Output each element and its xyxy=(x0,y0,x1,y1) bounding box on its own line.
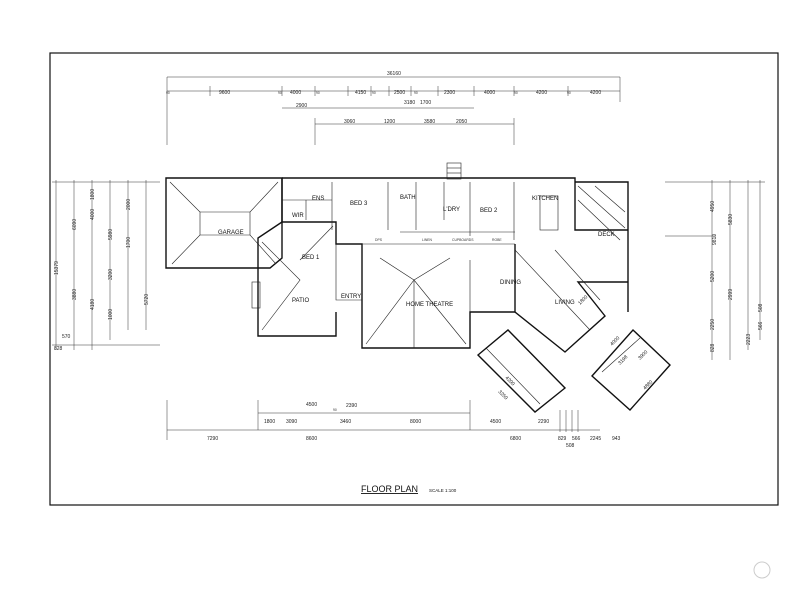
room-home-theatre: HOME THEATRE xyxy=(406,302,453,308)
dim-top-r3-1: 3060 xyxy=(344,119,355,125)
dim-top-r3-4: 2050 xyxy=(456,119,467,125)
dim-left-13: 570 xyxy=(62,334,71,340)
dim-top-1: 9600 xyxy=(219,90,230,96)
dim-top-7: 4200 xyxy=(536,90,547,96)
room-deck: DECK xyxy=(598,232,615,238)
dim-right-5: 2999 xyxy=(728,289,734,300)
plan-title: FLOOR PLAN xyxy=(361,484,418,494)
dim-top-r2-2: 3180 xyxy=(404,100,415,106)
dim-overall: 36160 xyxy=(387,71,401,77)
dim-left-3: 4000 xyxy=(90,209,96,220)
dim-left-7: 1000 xyxy=(108,309,114,320)
dim-left-14: 828 xyxy=(54,346,63,352)
dim-top-r2-1: 2900 xyxy=(296,103,307,109)
drawing-border xyxy=(49,52,779,506)
dim-top-2: 4000 xyxy=(290,90,301,96)
dim-top-5: 2300 xyxy=(444,90,455,96)
dim-bot-5: 90 xyxy=(333,408,337,412)
room-robe: ROBE xyxy=(492,238,502,242)
dim-bot-2: 2390 xyxy=(346,403,357,409)
dim-right-4: 5200 xyxy=(710,271,716,282)
dim-right-8: 828 xyxy=(710,343,716,352)
plan-scale: SCALE 1:100 xyxy=(429,488,457,493)
room-living: LIVING xyxy=(555,300,575,306)
room-bed2: BED 2 xyxy=(480,208,498,214)
dim-left-8: 2000 xyxy=(126,199,132,210)
dim-top-r3-2: 1200 xyxy=(384,119,395,125)
dim-top-s3: 90 xyxy=(316,91,320,95)
room-ens: ENS xyxy=(312,196,324,202)
dim-top-s2: 90 xyxy=(278,91,282,95)
room-wir: WIR xyxy=(292,213,304,219)
right-dimensions: 4950 5830 9810 5200 2999 2250 508 828 22… xyxy=(665,180,765,360)
angled-dim-6: 3250 xyxy=(497,389,509,401)
bottom-dimensions: 4500 2390 1800 3090 90 7290 8600 3460 80… xyxy=(166,400,621,449)
dim-left-11: 5980 xyxy=(108,229,114,240)
dim-left-4: 3880 xyxy=(72,289,78,300)
dim-bot-r2-6: 2290 xyxy=(538,419,549,425)
angled-dim-2: 3198 xyxy=(617,354,629,366)
room-bath: BATH xyxy=(400,195,416,201)
room-garage: GARAGE xyxy=(218,230,244,236)
dim-left-12: 1800 xyxy=(90,189,96,200)
dim-bot-r2-2: 8600 xyxy=(306,436,317,442)
room-dining: DINING xyxy=(500,280,521,286)
dim-left-1: 15379 xyxy=(54,261,60,275)
room-bed3: BED 3 xyxy=(350,201,368,207)
angled-dim-3: 3900 xyxy=(637,349,649,361)
room-entry: ENTRY xyxy=(341,294,361,300)
dim-left-5: 4180 xyxy=(90,299,96,310)
dim-right-1: 4950 xyxy=(710,201,716,212)
dim-right-10: 566 xyxy=(758,321,764,330)
dim-bot-r2-3: 3460 xyxy=(340,419,351,425)
dim-right-9: 2223 xyxy=(746,334,752,345)
dim-bot-3: 1800 xyxy=(264,419,275,425)
house-walls xyxy=(165,162,629,353)
dim-right-6: 2250 xyxy=(710,319,716,330)
room-ldry: L'DRY xyxy=(443,207,460,213)
watermark-logo xyxy=(753,561,771,579)
dim-left-10: 3200 xyxy=(108,269,114,280)
dim-bot-4: 3090 xyxy=(286,419,297,425)
room-patio: PATIO xyxy=(292,298,309,304)
dim-left-9: 1700 xyxy=(126,237,132,248)
dim-bot-r3-1: 829 xyxy=(558,436,567,442)
dim-top-s1: 90 xyxy=(166,91,170,95)
dim-right-2: 5830 xyxy=(728,214,734,225)
room-bed1: BED 1 xyxy=(302,255,320,261)
dim-top-s4: 90 xyxy=(372,91,376,95)
dim-left-2: 6090 xyxy=(72,219,78,230)
dim-bot-extra-1: 6800 xyxy=(510,436,521,442)
top-dimensions: 36160 9600 4000 4150 2500 2300 4000 4200… xyxy=(166,71,621,145)
dim-bot-r2-4: 8000 xyxy=(410,419,421,425)
dim-top-6: 4000 xyxy=(484,90,495,96)
dim-left-6: 5720 xyxy=(144,294,150,305)
dim-bot-r2-1: 7290 xyxy=(207,436,218,442)
room-dps: DPS xyxy=(375,238,383,242)
room-kitchen: KITCHEN xyxy=(532,196,558,202)
room-labels: GARAGE ENS WIR BED 3 BATH L'DRY BED 2 KI… xyxy=(218,195,615,308)
dim-top-r3-3: 3580 xyxy=(424,119,435,125)
dim-top-8: 4200 xyxy=(590,90,601,96)
left-dimensions: 15379 6090 4000 3880 4180 5720 1000 2000… xyxy=(52,180,160,352)
dim-top-s5: 90 xyxy=(414,91,418,95)
dim-bot-r3-3: 2245 xyxy=(590,436,601,442)
dim-right-3: 9810 xyxy=(712,234,718,245)
dim-bot-extra-2: 508 xyxy=(566,443,575,449)
dim-bot-r2-5: 4500 xyxy=(490,419,501,425)
angled-dim-7: 1800 xyxy=(577,294,589,306)
dim-right-7: 508 xyxy=(758,303,764,312)
room-cupboards: CUPBOARDS xyxy=(452,238,474,242)
dim-bot-r3-4: 943 xyxy=(612,436,621,442)
dim-top-4: 2500 xyxy=(394,90,405,96)
dim-top-r2-3: 1700 xyxy=(420,100,431,106)
dim-bot-1: 4500 xyxy=(306,402,317,408)
dim-top-s7: 90 xyxy=(567,91,571,95)
dim-bot-r3-2: 566 xyxy=(572,436,581,442)
dim-top-3: 4150 xyxy=(355,90,366,96)
dim-top-s6: 90 xyxy=(514,91,518,95)
room-linen: LINEN xyxy=(422,238,433,242)
